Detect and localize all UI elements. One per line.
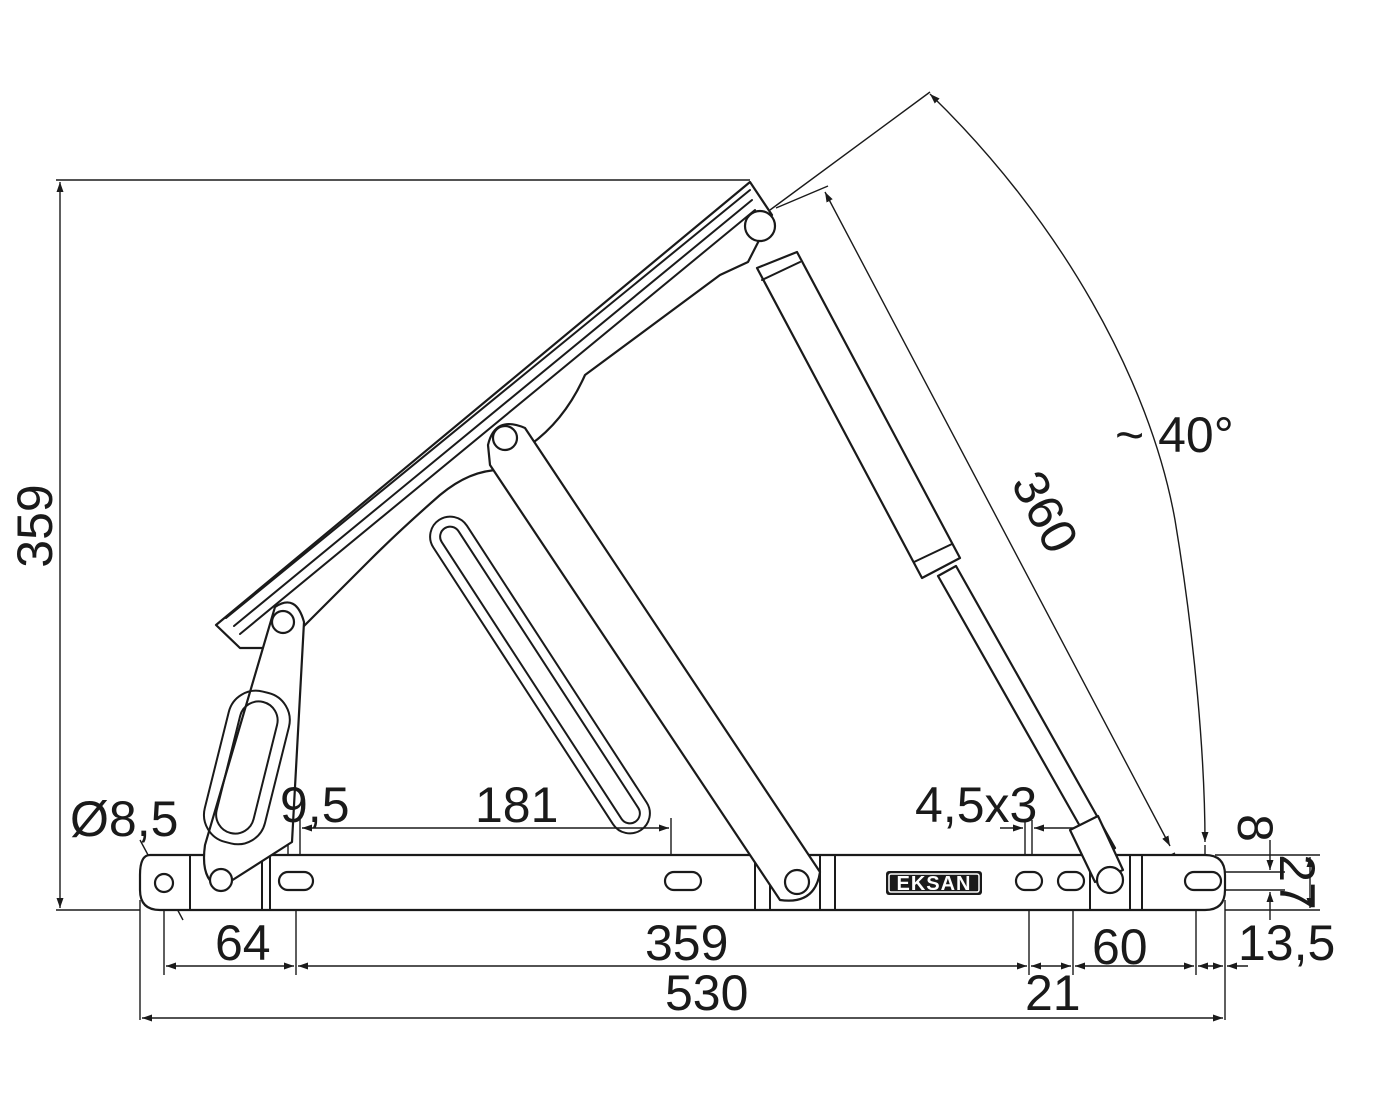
dim-slot-spacing: 181: [475, 777, 558, 833]
dim-spacing-60: 60: [1092, 919, 1148, 975]
base-slot: [1056, 870, 1086, 892]
dim-gas-spring-length: 360: [1001, 462, 1090, 562]
dim-spacing-21: 21: [1025, 965, 1081, 1021]
base-slot: [663, 870, 703, 892]
rear-arm: [202, 601, 306, 893]
brand-plate: EKSAN: [886, 871, 982, 895]
base-slot: [277, 870, 315, 892]
front-arm: [429, 423, 822, 902]
lid-plate: [214, 180, 774, 650]
dim-height: 359: [7, 484, 63, 567]
dim-mid-359: 359: [645, 915, 728, 971]
dim-offset-64: 64: [215, 915, 271, 971]
dim-overall-530: 530: [665, 965, 748, 1021]
brand-label: EKSAN: [896, 873, 971, 895]
gas-spring: [743, 209, 1125, 895]
dim-profile-27: 27: [1269, 854, 1325, 910]
mounting-hole: [153, 872, 175, 894]
dim-end-13-5: 13,5: [1238, 915, 1335, 971]
dim-screw-slot: 4,5x3: [915, 777, 1037, 833]
dim-hole-diameter: Ø8,5: [70, 791, 178, 847]
dim-profile-8: 8: [1227, 814, 1283, 842]
dim-angle: ~ 40°: [1115, 407, 1234, 463]
dim-slot-width: 9,5: [280, 777, 350, 833]
base-slot: [1014, 870, 1044, 892]
base-slot: [1183, 870, 1223, 892]
